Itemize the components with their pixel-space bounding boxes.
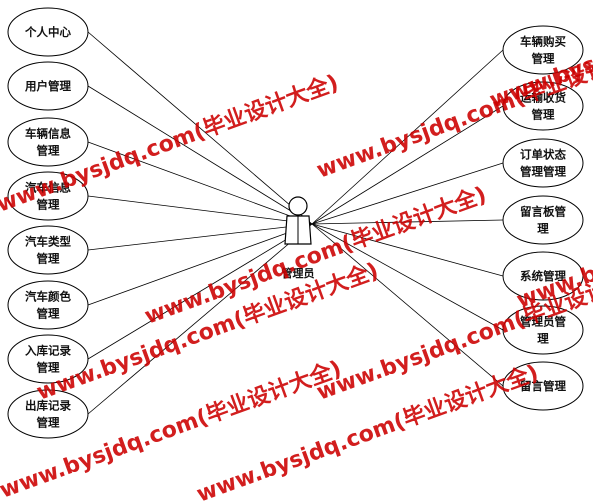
use-case-label: 管理	[37, 361, 60, 375]
use-case-oval	[502, 25, 584, 75]
use-case-label: 理	[537, 222, 549, 236]
left-association-line	[87, 223, 313, 306]
left-use-case-0: 个人中心	[7, 7, 89, 57]
use-case-label: 留言板管	[520, 205, 566, 219]
use-case-oval	[7, 225, 89, 275]
use-case-label: 运输收货	[520, 91, 566, 105]
use-case-label: 管理	[37, 144, 60, 158]
use-case-label: 订单状态	[520, 148, 566, 162]
use-case-label: 系统管理	[520, 269, 566, 283]
use-case-label: 汽车类型	[25, 235, 71, 249]
left-association-line	[87, 223, 313, 360]
use-case-oval	[7, 389, 89, 439]
use-case-label: 管理	[37, 307, 60, 321]
use-case-label: 留言管理	[520, 379, 566, 393]
right-association-line	[311, 49, 504, 225]
use-case-oval	[7, 61, 89, 111]
actor-figure	[284, 196, 312, 245]
watermark-text: www.bysjdq.com(毕业设计大全)	[141, 181, 490, 329]
use-case-oval	[7, 280, 89, 330]
use-case-oval	[502, 81, 584, 131]
right-use-case-4: 系统管理	[502, 251, 584, 301]
use-case-ovals: 个人中心用户管理车辆信息管理汽车信息管理汽车类型管理汽车颜色管理入库记录管理出库…	[7, 7, 584, 439]
left-association-line	[87, 223, 313, 415]
use-case-label: 车辆购买	[520, 35, 566, 49]
use-case-oval	[502, 138, 584, 188]
left-association-line	[87, 31, 313, 225]
use-case-label: 用户管理	[24, 79, 71, 93]
use-case-label: 管理	[37, 198, 60, 212]
use-case-label: 管理	[532, 108, 555, 122]
left-association-line	[87, 223, 313, 251]
left-use-case-1: 用户管理	[7, 61, 89, 111]
right-association-line	[311, 223, 504, 277]
use-case-label: 管理	[37, 252, 60, 266]
use-case-label: 入库记录	[25, 344, 71, 358]
use-case-label: 管理	[532, 52, 555, 66]
right-association-line	[311, 223, 504, 331]
use-case-label: 管理管理	[520, 165, 566, 179]
right-association-line	[311, 219, 504, 225]
use-case-oval	[502, 361, 584, 411]
use-case-oval	[7, 117, 89, 167]
use-case-oval	[7, 334, 89, 384]
use-case-oval	[502, 251, 584, 301]
right-use-case-6: 留言管理	[502, 361, 584, 411]
use-case-label: 理	[537, 332, 549, 346]
right-association-line	[311, 162, 504, 225]
use-case-label: 汽车信息	[25, 181, 71, 195]
left-association-line	[87, 85, 313, 225]
use-case-label: 车辆信息	[25, 127, 71, 141]
use-case-label: 管理员管	[520, 315, 566, 329]
use-case-oval	[7, 7, 89, 57]
right-association-line	[311, 223, 504, 387]
use-case-label: 管理	[37, 416, 60, 430]
use-case-label: 出库记录	[25, 399, 71, 413]
use-case-label: 个人中心	[24, 25, 71, 39]
actor-label: 管理员	[282, 266, 315, 280]
use-case-oval	[502, 195, 584, 245]
use-case-label: 汽车颜色	[25, 290, 71, 304]
use-case-oval	[7, 171, 89, 221]
association-lines	[87, 31, 504, 415]
left-association-line	[87, 141, 313, 225]
use-case-oval	[502, 305, 584, 355]
right-association-line	[311, 105, 504, 225]
left-association-line	[87, 195, 313, 225]
